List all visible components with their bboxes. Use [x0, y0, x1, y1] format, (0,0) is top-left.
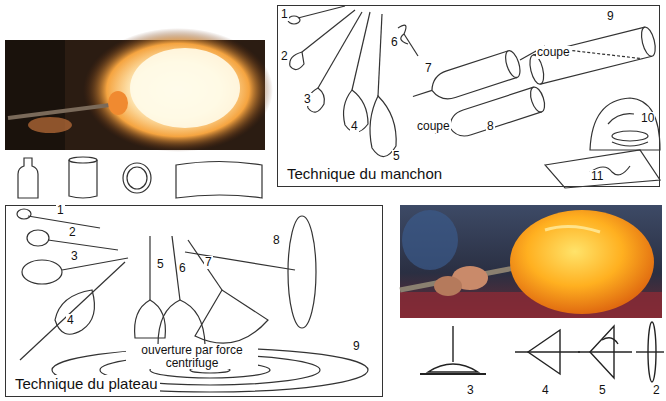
crown-technique-sketch — [17, 209, 368, 392]
callout-number: 9 — [606, 10, 615, 23]
cut-label: coupe — [536, 46, 571, 59]
shape-stages — [18, 157, 262, 198]
callout-number: 4 — [350, 120, 359, 133]
callout-number: 3 — [303, 93, 312, 106]
callout-number: 5 — [156, 258, 165, 271]
callout-number: 3 — [466, 384, 475, 397]
callout-number: 1 — [56, 204, 65, 217]
crown-stages-sketch — [420, 322, 664, 382]
callout-number: 7 — [424, 62, 433, 75]
callout-number: 4 — [541, 384, 550, 397]
cylinder-technique-sketch — [288, 6, 660, 188]
callout-number: 5 — [392, 150, 401, 163]
callout-number: 7 — [204, 256, 213, 269]
panel-title: Technique du plateau — [13, 375, 160, 392]
callout-number: 6 — [390, 36, 399, 49]
callout-number: 5 — [598, 384, 607, 397]
blowing-photo — [400, 205, 662, 318]
callout-number: 2 — [652, 384, 661, 397]
callout-number: 11 — [590, 170, 604, 183]
callout-number: 8 — [486, 120, 495, 133]
callout-number: 9 — [352, 340, 361, 353]
callout-number: 2 — [280, 50, 289, 63]
cut-label: coupe — [416, 120, 451, 133]
callout-number: 10 — [640, 112, 655, 125]
technique-panel: Technique du manchon — [277, 5, 660, 187]
callout-number: 8 — [272, 234, 281, 247]
panel-title: Technique du manchon — [285, 165, 444, 182]
process-note: ouverture par force centrifuge — [126, 344, 258, 369]
furnace-photo — [5, 28, 273, 152]
callout-number: 3 — [70, 250, 79, 263]
callout-number: 6 — [178, 262, 187, 275]
callout-number: 1 — [280, 8, 289, 21]
callout-number: 4 — [66, 314, 75, 327]
callout-number: 2 — [68, 226, 77, 239]
